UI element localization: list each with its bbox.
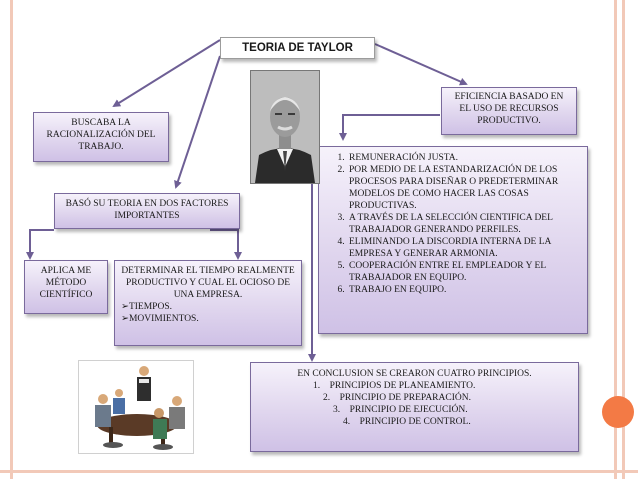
conclusion-item: 2. PRINCIPIO DE PREPARACIÓN. bbox=[323, 393, 471, 403]
conclusion-box: EN CONCLUSION SE CREARON CUATRO PRINCIPI… bbox=[250, 362, 579, 452]
arrow-title-to-left bbox=[112, 39, 221, 108]
arrow-factors-to-method bbox=[26, 229, 54, 260]
list-item: ELIMINANDO LA DISCORDIA INTERNA DE LA EM… bbox=[347, 236, 579, 260]
principles-list: REMUNERACIÓN JUSTA. POR MEDIO DE LA ESTA… bbox=[319, 152, 579, 296]
conclusion-item: 1. PRINCIPIOS DE PLANEAMIENTO. bbox=[313, 381, 476, 391]
right-stripe-a bbox=[614, 0, 617, 479]
list-item: POR MEDIO DE LA ESTANDARIZACIÓN DE LOS P… bbox=[347, 164, 579, 212]
title-box: TEORIA DE TAYLOR bbox=[220, 37, 375, 59]
list-item: TRABAJO EN EQUIPO. bbox=[347, 284, 579, 296]
scientific-method-text: APLICA ME MÉTODO CIENTÍFICO bbox=[39, 266, 93, 300]
two-factors-text: BASÓ SU TEORIA EN DOS FACTORES IMPORTANT… bbox=[65, 199, 229, 221]
conclusion-item: 3. PRINCIPIO DE EJECUCIÓN. bbox=[333, 405, 468, 415]
accent-dot bbox=[602, 396, 634, 428]
scientific-method-box: APLICA ME MÉTODO CIENTÍFICO bbox=[24, 260, 108, 314]
list-item: COOPERACIÓN ENTRE EL EMPLEADOR Y EL TRAB… bbox=[347, 260, 579, 284]
title-text: TEORIA DE TAYLOR bbox=[242, 42, 353, 54]
arrow-title-to-factors bbox=[174, 55, 221, 189]
rationalization-text: BUSCABA LA RACIONALIZACIÓN DEL TRABAJO. bbox=[46, 118, 156, 152]
arrow-title-to-efficiency bbox=[374, 43, 468, 86]
bullet-times: ➢TIEMPOS. bbox=[121, 302, 172, 312]
list-item: A TRAVÉS DE LA SELECCIÓN CIENTIFICA DEL … bbox=[347, 212, 579, 236]
conclusion-item: 4. PRINCIPIO DE CONTROL. bbox=[343, 417, 471, 427]
efficiency-text: EFICIENCIA BASADO EN EL USO DE RECURSOS … bbox=[454, 92, 564, 126]
productive-time-box: DETERMINAR EL TIEMPO REALMENTE PRODUCTIV… bbox=[114, 260, 302, 346]
meeting-clipart-icon bbox=[78, 360, 194, 454]
right-stripe-b bbox=[622, 0, 625, 479]
portrait-photo-icon bbox=[250, 70, 320, 184]
rationalization-box: BUSCABA LA RACIONALIZACIÓN DEL TRABAJO. bbox=[33, 112, 169, 162]
bottom-stripe bbox=[0, 470, 638, 473]
two-factors-box: BASÓ SU TEORIA EN DOS FACTORES IMPORTANT… bbox=[54, 193, 240, 229]
arrow-efficiency-to-list bbox=[339, 114, 440, 141]
conclusion-text: EN CONCLUSION SE CREARON CUATRO PRINCIPI… bbox=[297, 369, 532, 379]
bullet-movements: ➢MOVIMIENTOS. bbox=[121, 314, 199, 324]
list-item: REMUNERACIÓN JUSTA. bbox=[347, 152, 579, 164]
arrow-factors-to-time bbox=[210, 229, 242, 260]
principles-list-box: REMUNERACIÓN JUSTA. POR MEDIO DE LA ESTA… bbox=[318, 146, 588, 334]
efficiency-box: EFICIENCIA BASADO EN EL USO DE RECURSOS … bbox=[441, 87, 577, 135]
productive-time-text: DETERMINAR EL TIEMPO REALMENTE PRODUCTIV… bbox=[121, 266, 295, 300]
left-stripe bbox=[10, 0, 13, 479]
